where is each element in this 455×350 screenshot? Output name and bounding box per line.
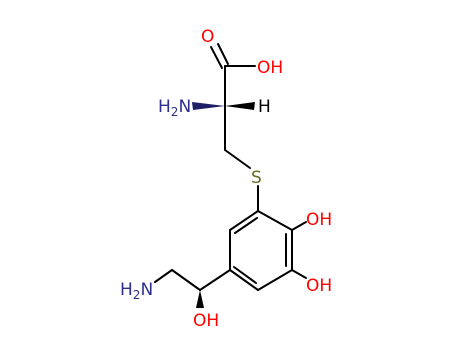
amine2-n: N bbox=[140, 280, 153, 300]
atom-label-carbonyl-o: O bbox=[201, 27, 214, 47]
bond-ring-cbeta bbox=[199, 269, 231, 291]
wedge-calpha-h bbox=[225, 102, 255, 110]
ring-bond-6 bbox=[229, 210, 259, 231]
amine2-subscript: 2 bbox=[133, 288, 141, 302]
ring-bond-1 bbox=[257, 210, 293, 231]
amine2-h: H bbox=[120, 280, 133, 300]
atom-label-acid-oh: OH bbox=[257, 58, 283, 78]
bond-ch2-n bbox=[154, 269, 173, 283]
wedge-cbeta-oh bbox=[196, 290, 204, 308]
amine1-n: N bbox=[178, 97, 191, 117]
atom-label-amine2: H2N bbox=[120, 280, 153, 302]
bond-co-double-a bbox=[210, 46, 223, 69]
atom-label-ring-oh2: OH bbox=[306, 276, 332, 296]
ring-bond-6-inner bbox=[234, 217, 258, 234]
bond-cbeta-ch2 bbox=[171, 269, 201, 291]
bond-ring-oh1 bbox=[291, 221, 307, 231]
ring-bond-3 bbox=[257, 269, 293, 291]
bond-ring-oh2 bbox=[291, 269, 307, 279]
atom-label-sulfur: S bbox=[251, 168, 262, 188]
bond-co-double-b bbox=[217, 43, 229, 65]
ring-bond-4-inner bbox=[233, 266, 257, 284]
atom-label-ring-oh1: OH bbox=[306, 210, 332, 230]
bond-ch2-s bbox=[224, 149, 251, 169]
atom-label-amine1: H2N bbox=[158, 97, 191, 119]
atom-label-alpha-h: H bbox=[258, 97, 271, 117]
atom-label-side-oh: OH bbox=[193, 311, 219, 331]
amine1-subscript: 2 bbox=[171, 105, 179, 119]
ring-bond-4 bbox=[229, 269, 259, 291]
amine1-h: H bbox=[158, 97, 171, 117]
wedge-calpha-n bbox=[192, 102, 225, 110]
